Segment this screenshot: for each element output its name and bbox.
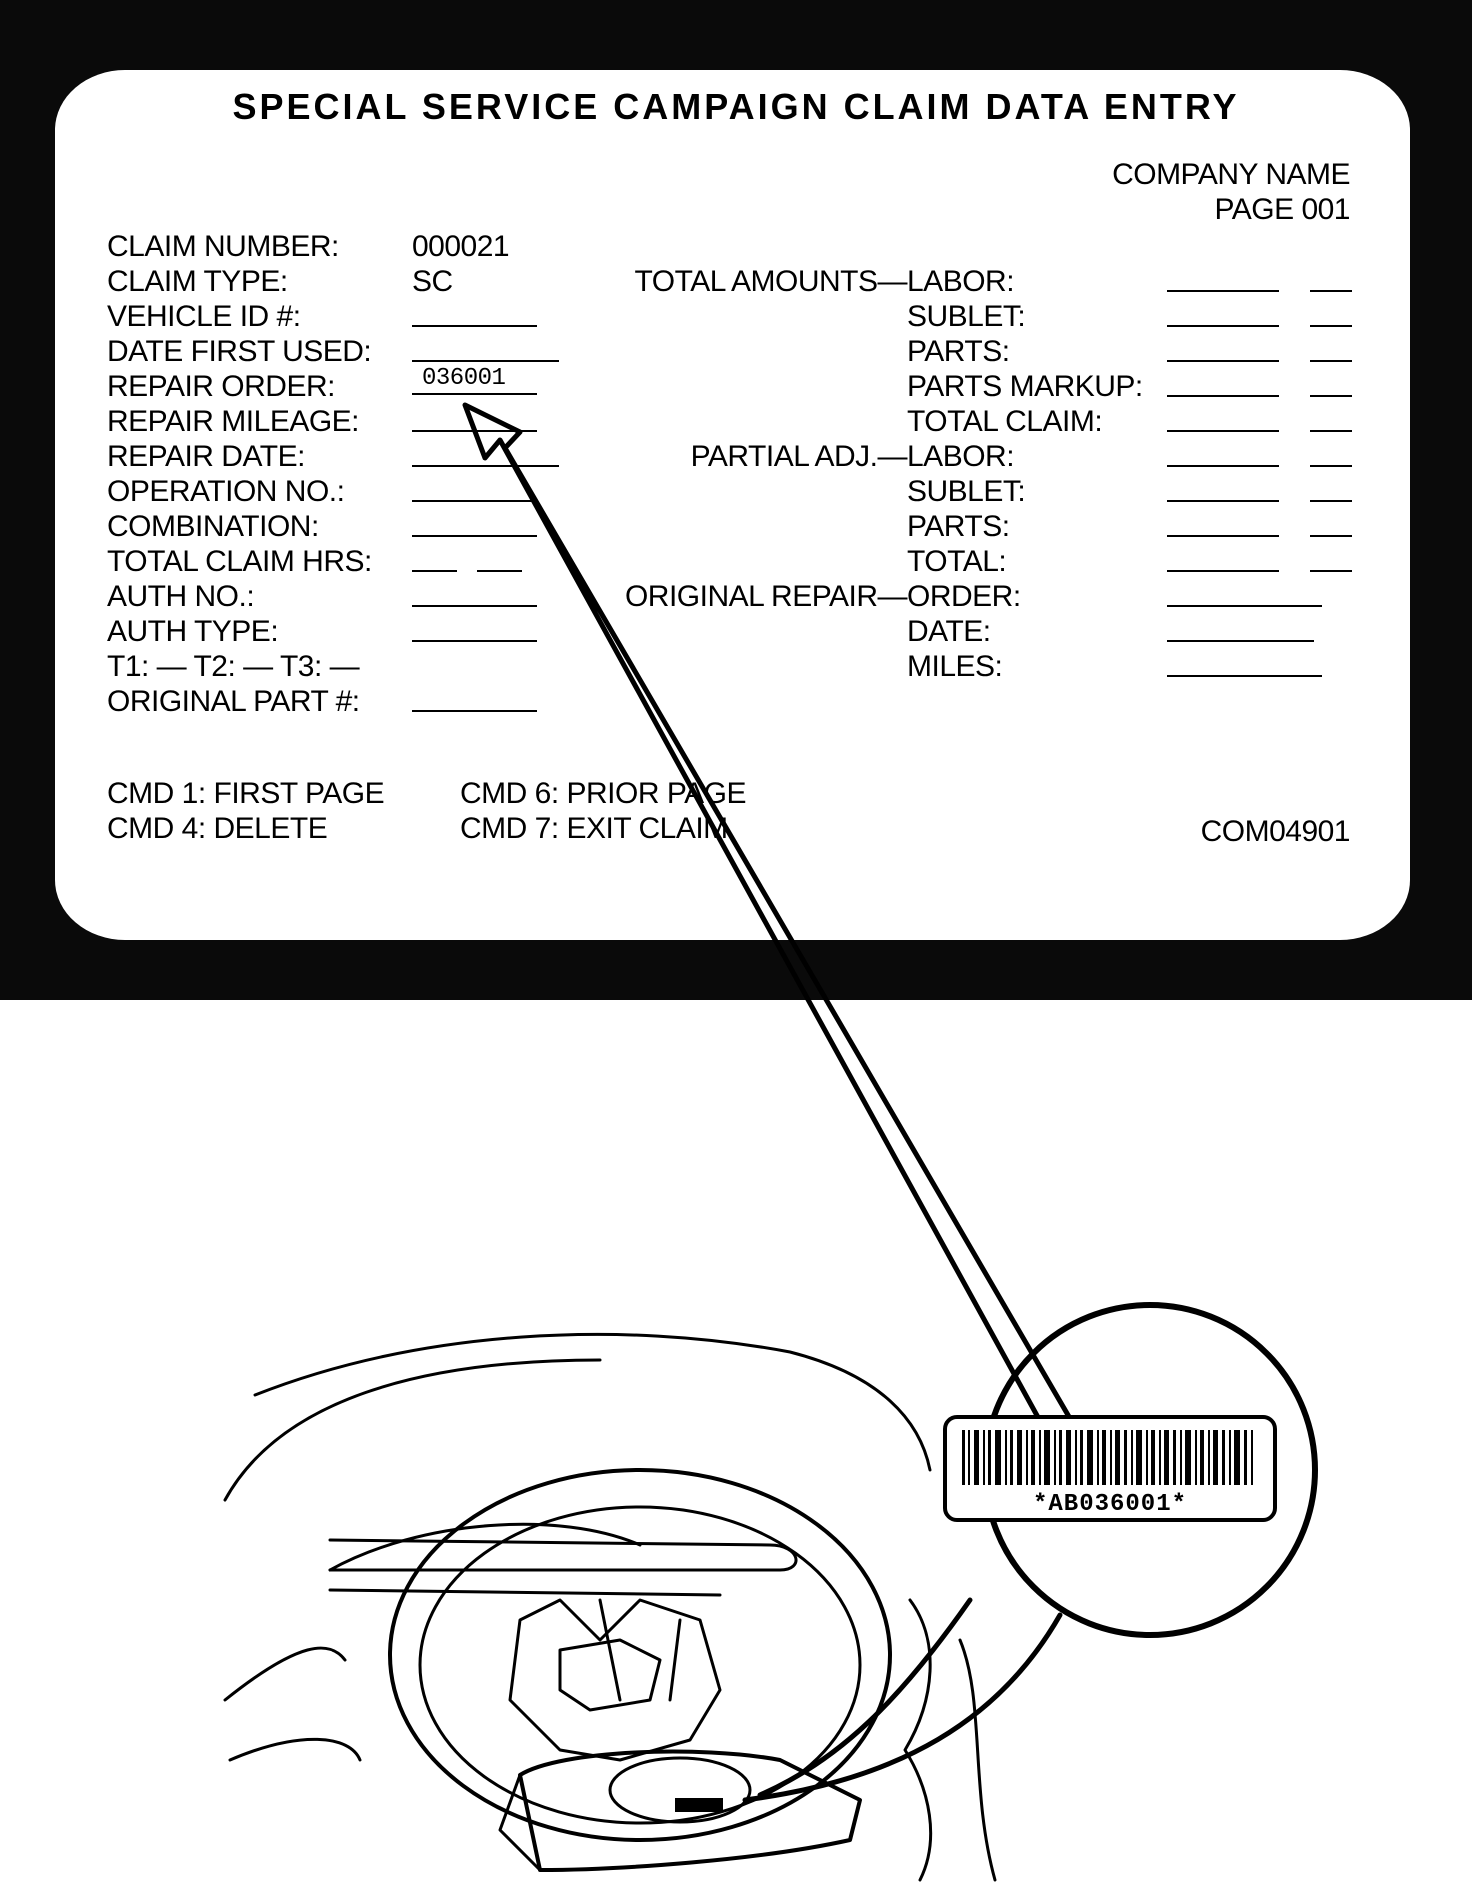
barcode-text: *AB036001* <box>1033 1491 1187 1518</box>
label-partial-sublet: SUBLET: <box>907 475 1026 508</box>
group-partial-adj: PARTIAL ADJ.— <box>690 440 908 473</box>
label-t1-t2-t3: T1: — T2: — T3: — <box>107 650 360 683</box>
label-operation-no: OPERATION NO.: <box>107 475 345 508</box>
partial-parts-field[interactable] <box>1167 535 1279 537</box>
total-claim-hrs-field-decimal[interactable] <box>477 570 522 572</box>
claim-number-value[interactable]: 000021 <box>412 230 510 263</box>
screen-id: COM04901 <box>1200 815 1351 848</box>
label-total-claim: TOTAL CLAIM: <box>907 405 1103 438</box>
label-original-date: DATE: <box>907 615 991 648</box>
label-repair-order: REPAIR ORDER: <box>107 370 335 403</box>
partial-total-field[interactable] <box>1167 570 1279 572</box>
partial-total-cents[interactable] <box>1310 570 1352 572</box>
vehicle-id-field[interactable] <box>412 325 537 327</box>
barcode-label-icon: *AB036001* <box>943 1415 1277 1522</box>
label-total-sublet: SUBLET: <box>907 300 1026 333</box>
group-original-repair: ORIGINAL REPAIR— <box>624 580 908 613</box>
label-total-parts: PARTS: <box>907 335 1010 368</box>
operation-no-field[interactable] <box>412 500 537 502</box>
label-original-order: ORDER: <box>907 580 1021 613</box>
label-partial-labor: LABOR: <box>907 440 1015 473</box>
terminal-screen <box>55 70 1410 940</box>
original-miles-field[interactable] <box>1167 675 1322 677</box>
total-sublet-cents[interactable] <box>1310 325 1352 327</box>
total-labor-cents[interactable] <box>1310 290 1352 292</box>
repair-order-field[interactable] <box>412 393 537 395</box>
label-parts-markup: PARTS MARKUP: <box>907 370 1143 403</box>
label-repair-mileage: REPAIR MILEAGE: <box>107 405 360 438</box>
partial-labor-field[interactable] <box>1167 465 1279 467</box>
label-repair-date: REPAIR DATE: <box>107 440 305 473</box>
label-original-miles: MILES: <box>907 650 1003 683</box>
repair-date-field[interactable] <box>412 465 559 467</box>
label-partial-parts: PARTS: <box>907 510 1010 543</box>
label-vehicle-id: VEHICLE ID #: <box>107 300 301 333</box>
partial-parts-cents[interactable] <box>1310 535 1352 537</box>
total-claim-cents[interactable] <box>1310 430 1352 432</box>
original-date-field[interactable] <box>1167 640 1314 642</box>
label-auth-type: AUTH TYPE: <box>107 615 279 648</box>
page-number: PAGE 001 <box>1214 193 1350 226</box>
total-parts-cents[interactable] <box>1310 360 1352 362</box>
original-order-field[interactable] <box>1167 605 1322 607</box>
combination-field[interactable] <box>412 535 537 537</box>
date-first-used-field[interactable] <box>412 360 559 362</box>
repair-order-value[interactable]: 036001 <box>422 365 506 392</box>
cmd-delete[interactable]: CMD 4: DELETE <box>107 812 328 845</box>
claim-type-value[interactable]: SC <box>412 265 453 298</box>
total-sublet-field[interactable] <box>1167 325 1279 327</box>
screen-title: SPECIAL SERVICE CAMPAIGN CLAIM DATA ENTR… <box>232 86 1240 127</box>
parts-markup-field[interactable] <box>1167 395 1279 397</box>
parts-markup-cents[interactable] <box>1310 395 1352 397</box>
auth-no-field[interactable] <box>412 605 537 607</box>
cmd-exit-claim[interactable]: CMD 7: EXIT CLAIM <box>460 812 728 845</box>
label-total-labor: LABOR: <box>907 265 1015 298</box>
label-claim-type: CLAIM TYPE: <box>107 265 288 298</box>
label-date-first-used: DATE FIRST USED: <box>107 335 372 368</box>
total-parts-field[interactable] <box>1167 360 1279 362</box>
label-combination: COMBINATION: <box>107 510 319 543</box>
label-total-claim-hrs: TOTAL CLAIM HRS: <box>107 545 372 578</box>
total-claim-field[interactable] <box>1167 430 1279 432</box>
auth-type-field[interactable] <box>412 640 537 642</box>
partial-sublet-field[interactable] <box>1167 500 1279 502</box>
cmd-first-page[interactable]: CMD 1: FIRST PAGE <box>107 777 385 810</box>
label-claim-number: CLAIM NUMBER: <box>107 230 339 263</box>
label-partial-total: TOTAL: <box>907 545 1007 578</box>
group-total-amounts: TOTAL AMOUNTS— <box>634 265 908 298</box>
original-part-field[interactable] <box>412 710 537 712</box>
total-claim-hrs-field-whole[interactable] <box>412 570 457 572</box>
partial-sublet-cents[interactable] <box>1310 500 1352 502</box>
partial-labor-cents[interactable] <box>1310 465 1352 467</box>
total-labor-field[interactable] <box>1167 290 1279 292</box>
company-name: COMPANY NAME <box>1112 158 1350 191</box>
label-original-part: ORIGINAL PART #: <box>107 685 360 718</box>
label-auth-no: AUTH NO.: <box>107 580 255 613</box>
